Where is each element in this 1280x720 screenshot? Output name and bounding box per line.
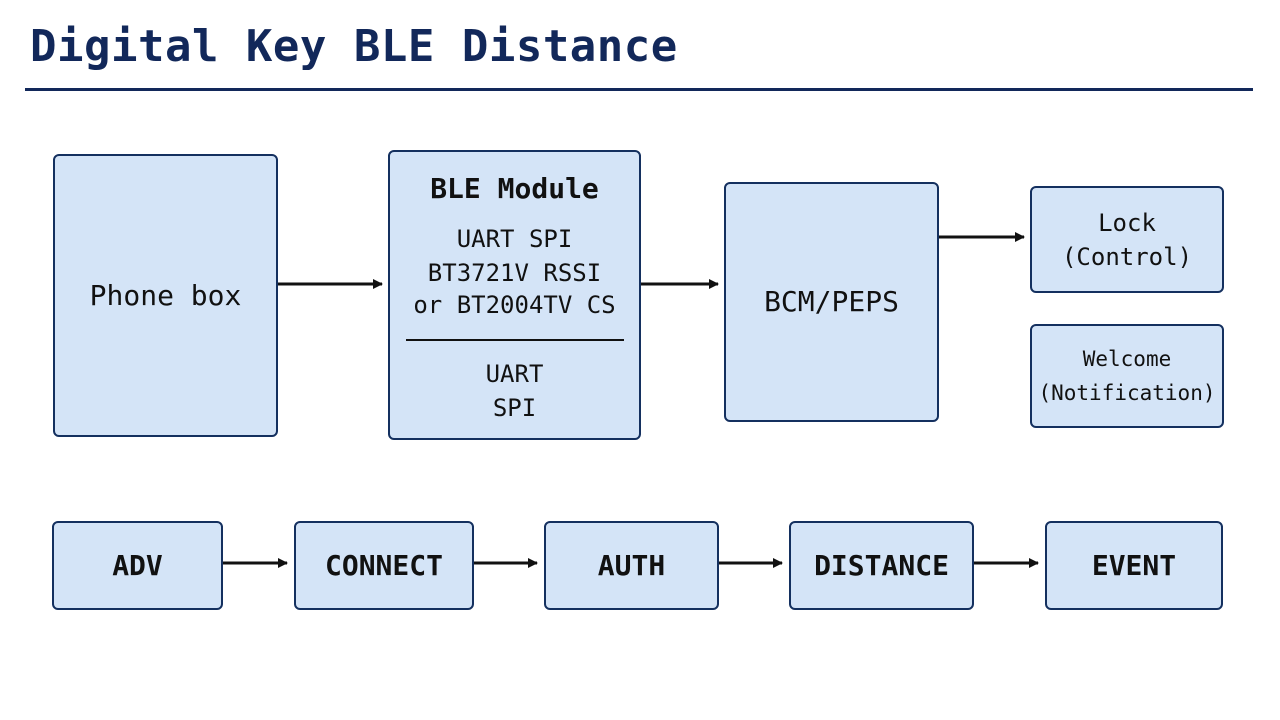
flow-step-connect: CONNECT [294, 521, 474, 610]
phone-box: Phone box [53, 154, 278, 437]
lock-label: Lock [1098, 208, 1156, 237]
flow-step-auth-label: AUTH [597, 548, 666, 582]
ble-module-heading: BLE Module [430, 172, 599, 205]
ble-module-lower2: SPI [492, 394, 537, 422]
page-title: Digital Key BLE Distance [30, 21, 678, 72]
ble-module-lower1: UART [485, 360, 544, 388]
bcm-peps-box: BCM/PEPS [724, 182, 939, 422]
ble-module-line1: UART SPI [456, 225, 573, 253]
ble-module-line3: or BT2004TV CS [413, 291, 616, 319]
welcome-sublabel: (Notification) [1038, 381, 1216, 405]
ble-module-divider [406, 339, 624, 341]
lock-sublabel: (Control) [1061, 242, 1193, 271]
bcm-peps-label: BCM/PEPS [764, 285, 899, 318]
ble-module-line2: BT3721V RSSI [427, 259, 602, 287]
phone-box-label: Phone box [89, 278, 242, 312]
lock-box: Lock (Control) [1030, 186, 1224, 293]
welcome-label: Welcome [1082, 347, 1172, 371]
flow-step-connect-label: CONNECT [324, 548, 443, 582]
flow-step-auth: AUTH [544, 521, 719, 610]
flow-step-distance-label: DISTANCE [814, 548, 949, 582]
flow-step-adv-label: ADV [112, 548, 163, 582]
title-underline [25, 88, 1253, 91]
flow-step-event: EVENT [1045, 521, 1223, 610]
welcome-box: Welcome (Notification) [1030, 324, 1224, 428]
flow-step-adv: ADV [52, 521, 223, 610]
ble-module-box: BLE Module UART SPI BT3721V RSSI or BT20… [388, 150, 641, 440]
flow-step-event-label: EVENT [1091, 548, 1177, 582]
flow-step-distance: DISTANCE [789, 521, 974, 610]
